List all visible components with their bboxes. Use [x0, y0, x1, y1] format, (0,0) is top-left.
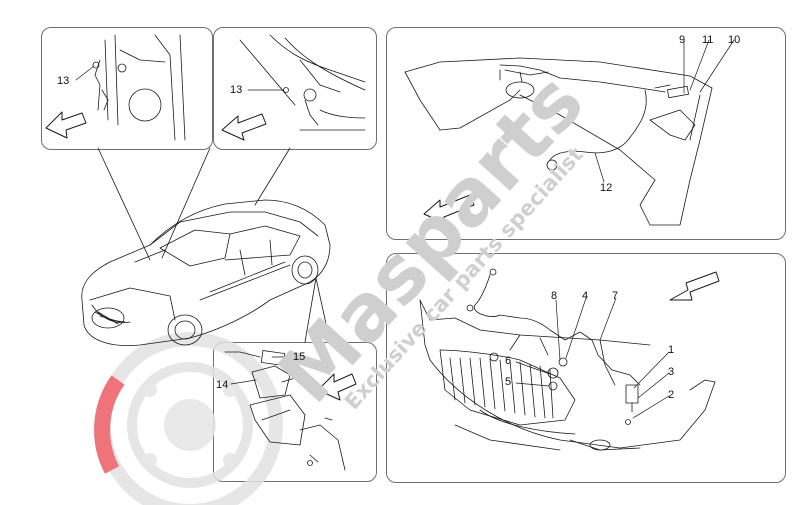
leader-line: [304, 277, 317, 343]
callout-9: 9: [679, 34, 686, 46]
callout-8: 8: [551, 290, 558, 302]
callout-leaders: [75, 39, 735, 419]
direction-arrow: [45, 111, 720, 401]
callout-13-right: 13: [230, 84, 243, 96]
detail-panel-windshield-right: [213, 27, 377, 150]
underbody-detail: [224, 350, 346, 471]
callout-4: 4: [582, 290, 589, 302]
callout-1: 1: [668, 344, 675, 356]
leader-line: [97, 147, 151, 261]
callout-3: 3: [668, 366, 675, 378]
callout-7: 7: [612, 290, 619, 302]
car-overview: [81, 199, 331, 346]
windshield-left-detail: [92, 34, 186, 141]
callout-15: 15: [293, 351, 306, 363]
leader-line: [161, 147, 211, 259]
callout-10: 10: [728, 34, 741, 46]
front-bumper-detail: [419, 268, 716, 451]
callout-14: 14: [216, 379, 229, 391]
callout-2: 2: [668, 389, 675, 401]
callout-6: 6: [505, 355, 512, 367]
leader-line: [254, 147, 291, 206]
leader-line: [315, 277, 331, 343]
callout-5: 5: [505, 376, 512, 388]
windshield-right-detail: [239, 34, 366, 131]
detail-panel-front-bumper: [386, 253, 786, 483]
rear-bumper-detail: [404, 57, 713, 226]
watermark-logo-disc: [94, 332, 283, 505]
callout-11: 11: [702, 34, 714, 46]
callout-12: 12: [600, 182, 613, 194]
callout-13-left: 13: [57, 75, 70, 87]
